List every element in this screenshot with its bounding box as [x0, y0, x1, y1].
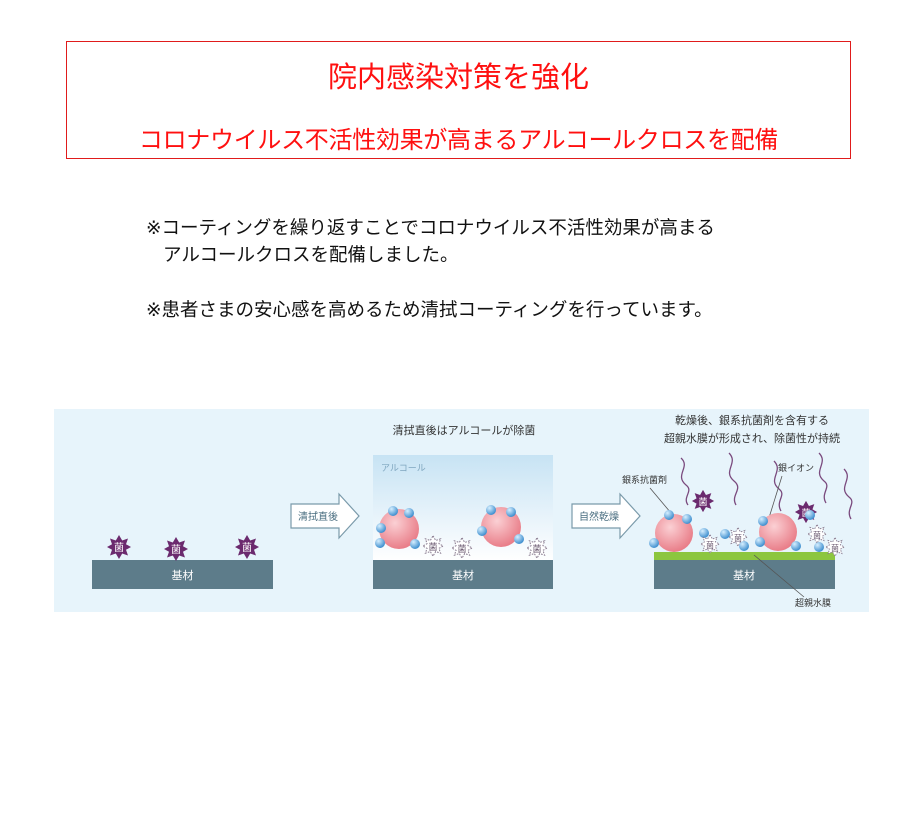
- germ-label: 菌: [831, 543, 839, 553]
- ion-dot: [388, 506, 398, 516]
- silver-agent-particle: [655, 514, 693, 552]
- ion-dot: [477, 526, 487, 536]
- base-slab: [654, 560, 835, 589]
- ion-dot: [404, 508, 414, 518]
- ion-dot: [720, 529, 730, 539]
- page-subtitle: コロナウイルス不活性効果が高まるアルコールクロスを配備: [138, 126, 779, 154]
- base-label: 基材: [452, 568, 474, 582]
- note-line-3: ※患者さまの安心感を高めるため清拭コーティングを行っています。: [146, 300, 713, 321]
- note-line-1: ※コーティングを繰り返すことでコロナウイルス不活性効果が高まる: [146, 218, 715, 239]
- panel2-caption: 清拭直後はアルコールが除菌: [393, 423, 536, 437]
- panel-after-wipe: 清拭直後はアルコールが除菌 アルコール 基材 菌 菌 菌: [373, 423, 553, 589]
- ion-dot: [699, 528, 709, 538]
- wave-line: [680, 457, 690, 506]
- germ-label: 菌: [734, 533, 742, 543]
- ion-dot: [486, 505, 496, 515]
- hydrophilic-film: [654, 552, 835, 560]
- panel-before: 基材 菌 菌 菌: [92, 535, 273, 589]
- germ-label: 菌: [532, 543, 541, 555]
- note-line-2: アルコールクロスを配備しました。: [163, 245, 459, 266]
- panel3-caption-2: 超親水膜が形成され、除菌性が持続: [664, 431, 840, 445]
- silver-agent-label: 銀系抗菌剤: [622, 474, 667, 486]
- leader-line: [753, 554, 805, 598]
- panel3-caption-1: 乾燥後、銀系抗菌剤を含有する: [675, 413, 829, 427]
- alcohol-particle: [379, 509, 419, 549]
- title-box: 院内感染対策を強化 コロナウイルス不活性効果が高まるアルコールクロスを配備: [66, 41, 851, 159]
- arrow-wipe: 清拭直後: [290, 492, 360, 540]
- ion-dot: [755, 537, 765, 547]
- ion-dot: [682, 514, 692, 524]
- ion-dot: [664, 510, 674, 520]
- alcohol-label: アルコール: [381, 464, 426, 474]
- page-title: 院内感染対策を強化: [327, 60, 589, 94]
- germ-label: 菌: [114, 542, 124, 554]
- wave-line: [843, 468, 853, 520]
- base-label: 基材: [172, 568, 194, 582]
- wave-line: [728, 452, 739, 506]
- ion-dot: [506, 507, 516, 517]
- wave-line: [818, 452, 828, 504]
- germ-label: 菌: [813, 530, 821, 540]
- ion-dot: [791, 541, 801, 551]
- ion-dot: [376, 523, 386, 533]
- ion-dot: [814, 542, 824, 552]
- ion-dot: [375, 538, 385, 548]
- ion-dot: [739, 541, 749, 551]
- arrow2-label: 自然乾燥: [579, 510, 619, 523]
- coating-diagram: 基材 菌 菌 菌 清拭直後 清拭直後はアルコールが除菌 アルコール 基材 菌 菌: [54, 409, 869, 612]
- germ-label: 菌: [706, 540, 714, 550]
- ion-dot: [758, 516, 768, 526]
- arrow1-label: 清拭直後: [298, 510, 338, 523]
- silver-ion-label: 銀イオン: [778, 462, 814, 474]
- panel-after-dry: 乾燥後、銀系抗菌剤を含有する 超親水膜が形成され、除菌性が持続 基材 銀系抗菌剤…: [622, 413, 853, 609]
- base-slab: [373, 560, 553, 589]
- leader-line: [767, 475, 783, 522]
- ion-dot: [514, 534, 524, 544]
- leader-line: [649, 487, 672, 514]
- wave-line: [773, 460, 783, 512]
- base-slab: [92, 560, 273, 589]
- germ-label: 菌: [457, 543, 466, 555]
- base-label: 基材: [733, 568, 755, 582]
- silver-agent-particle: [759, 513, 797, 551]
- arrow-right-icon: [571, 492, 641, 540]
- arrow-right-icon: [290, 492, 360, 540]
- germ-label: 菌: [171, 544, 181, 556]
- film-label: 超親水膜: [795, 597, 831, 609]
- germ-label: 菌: [242, 542, 252, 554]
- ion-dot: [410, 539, 420, 549]
- germ-label: 菌: [428, 541, 437, 553]
- ion-dot: [649, 538, 659, 548]
- ion-dot: [805, 510, 815, 520]
- germ-label: 菌: [698, 496, 707, 508]
- arrow-dry: 自然乾燥: [571, 492, 641, 540]
